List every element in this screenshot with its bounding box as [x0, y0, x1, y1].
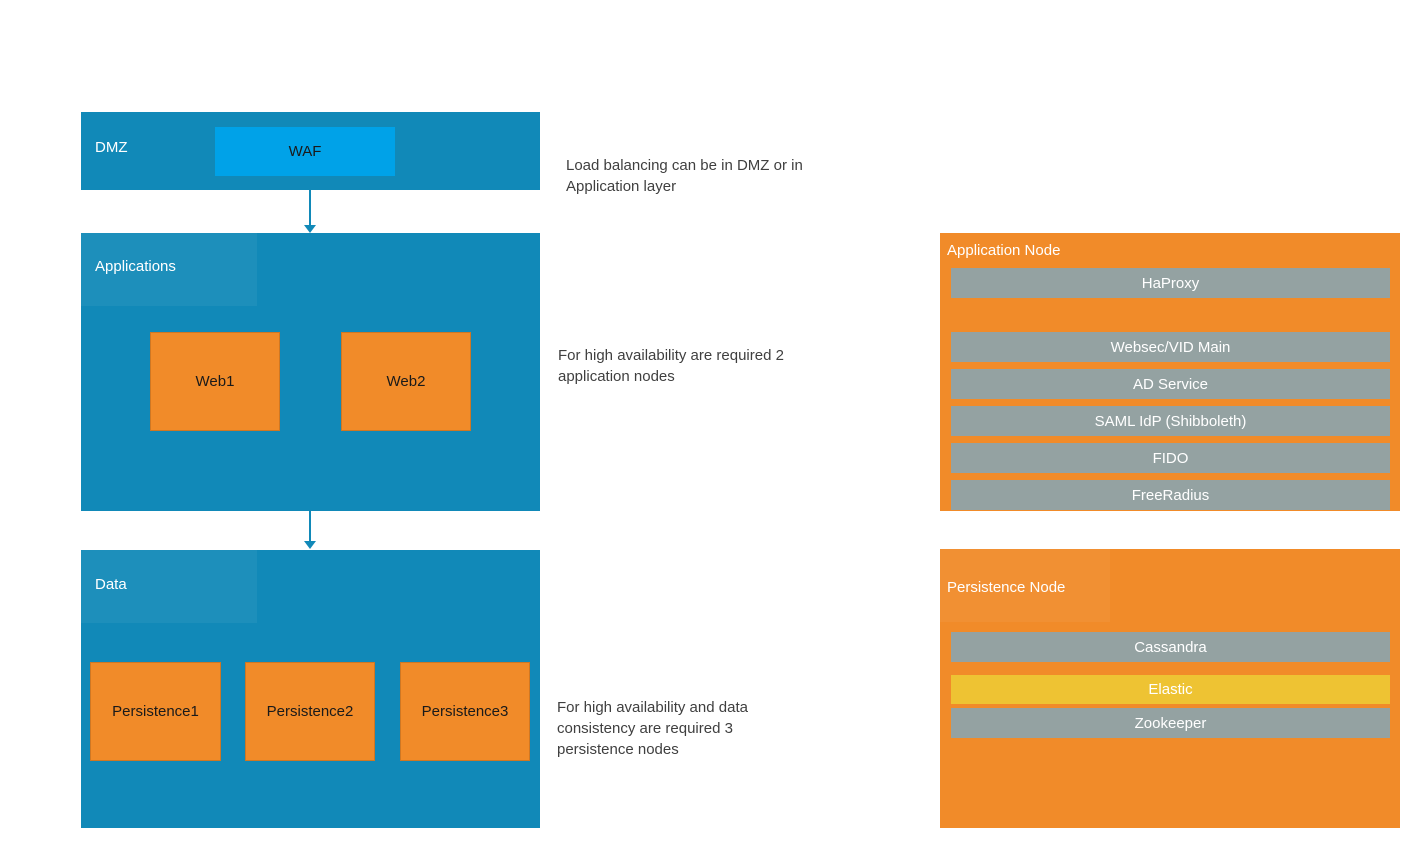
- persistence3-node: Persistence3: [400, 662, 530, 761]
- application-node-label: Application Node: [947, 242, 1061, 259]
- service-bar-zookeeper: Zookeeper: [951, 708, 1390, 738]
- annotation-application-nodes: For high availability are required 2 app…: [558, 347, 784, 385]
- persistence-node-label: Persistence Node: [947, 579, 1066, 596]
- dmz-layer: DMZ WAF: [81, 112, 540, 190]
- arrow-shaft: [309, 511, 311, 542]
- service-bar-fido: FIDO: [951, 443, 1390, 473]
- applications-label: Applications: [95, 258, 176, 275]
- dmz-label: DMZ: [95, 139, 128, 156]
- persistence1-node: Persistence1: [90, 662, 221, 761]
- annotation-load-balancing: Load balancing can be in DMZ or in Appli…: [566, 157, 803, 195]
- service-bar-saml-idp: SAML IdP (Shibboleth): [951, 406, 1390, 436]
- web1-node: Web1: [150, 332, 280, 431]
- service-bar-haproxy: HaProxy: [951, 268, 1390, 298]
- arrow-head-icon: [304, 225, 316, 233]
- waf-node: WAF: [215, 127, 395, 176]
- applications-layer: Applications Web1 Web2: [81, 233, 540, 511]
- service-bar-websec-vid-main: Websec/VID Main: [951, 332, 1390, 362]
- service-bar-elastic: Elastic: [951, 675, 1390, 704]
- service-bar-freeradius: FreeRadius: [951, 480, 1390, 510]
- annotation-persistence-nodes: For high availability and data consisten…: [557, 699, 748, 758]
- web2-node: Web2: [341, 332, 471, 431]
- data-label: Data: [95, 576, 127, 593]
- arrow-shaft: [309, 190, 311, 226]
- service-bar-ad-service: AD Service: [951, 369, 1390, 399]
- persistence-node-box: Persistence Node Cassandra Elastic Zooke…: [940, 549, 1400, 828]
- service-bar-cassandra: Cassandra: [951, 632, 1390, 662]
- data-layer: Data Persistence1 Persistence2 Persisten…: [81, 550, 540, 828]
- arrow-head-icon: [304, 541, 316, 549]
- persistence2-node: Persistence2: [245, 662, 375, 761]
- application-node-box: Application Node HaProxy Websec/VID Main…: [940, 233, 1400, 511]
